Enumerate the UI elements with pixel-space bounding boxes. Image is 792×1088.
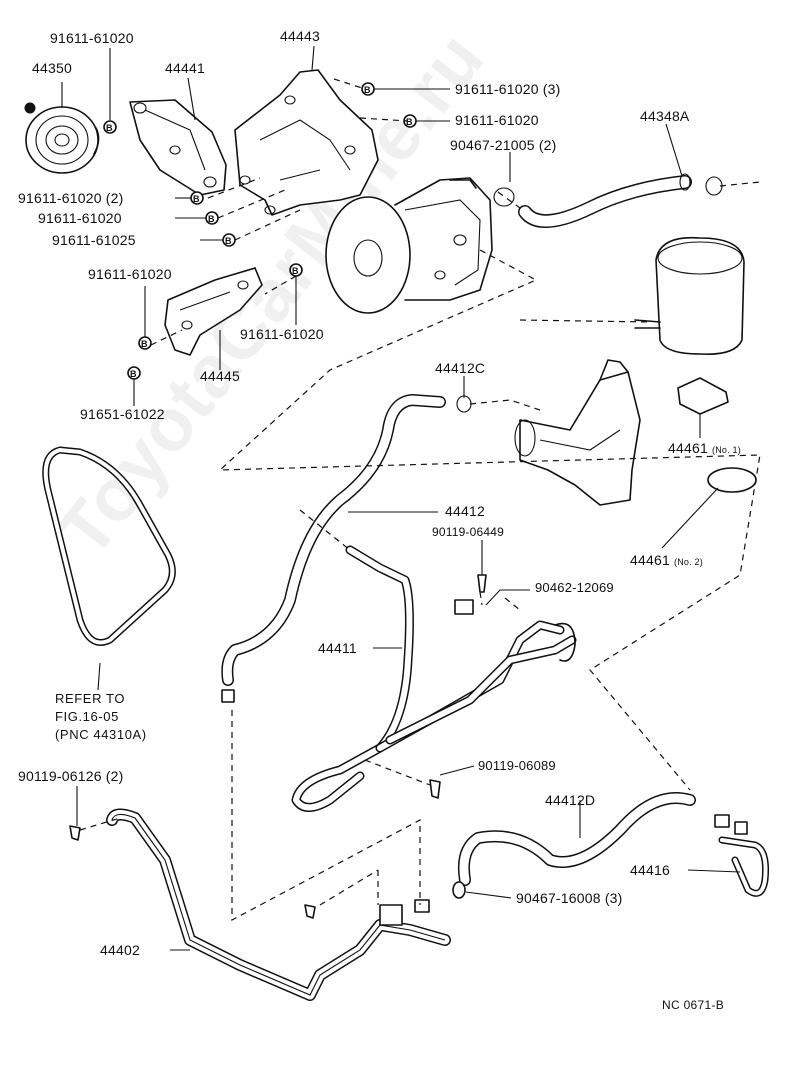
refer-note: REFER TO FIG.16-05 (PNC 44310A) [55, 690, 147, 744]
label-44412: 44412 [445, 503, 485, 519]
reservoir [634, 236, 745, 356]
pipe-44402 [106, 808, 451, 1001]
label-91611-61025: 91611-61025 [52, 232, 136, 248]
steering-gear [514, 359, 641, 506]
label-44461-no2: 44461 (No. 2) [630, 552, 703, 570]
pipe-44411 [291, 545, 577, 812]
label-91611-61020-3: 91611-61020 (3) [455, 81, 561, 97]
refer-note-line3: (PNC 44310A) [55, 727, 147, 742]
label-44461-no1-note: (No. 1) [712, 445, 741, 455]
label-44350: 44350 [32, 60, 72, 76]
bolt-badge-letter: B [364, 85, 371, 95]
grommet-44461-no2 [707, 467, 757, 493]
label-91651-61022: 91651-61022 [80, 406, 165, 422]
label-91611-61020-mid: 91611-61020 [38, 210, 122, 226]
label-44461-no1-number: 44461 [668, 440, 708, 456]
fittings [69, 574, 487, 919]
hose-44348A [493, 173, 723, 229]
bolt-badge-letter: B [141, 339, 148, 349]
label-44461-no2-number: 44461 [630, 552, 670, 568]
bolt-badge-letter: B [225, 236, 232, 246]
label-91611-61020-bracket: 91611-61020 [88, 266, 172, 282]
v-belt [42, 446, 176, 646]
label-91611-61020-2: 91611-61020 (2) [18, 190, 124, 206]
dashed-guides [79, 78, 761, 921]
label-90467-21005-2: 90467-21005 (2) [450, 137, 557, 153]
label-44412D: 44412D [545, 792, 596, 808]
label-90467-16008-3: 90467-16008 (3) [516, 890, 623, 906]
label-44445: 44445 [200, 368, 240, 384]
label-44411: 44411 [318, 640, 357, 656]
label-44443: 44443 [280, 28, 320, 44]
label-90119-06126-2: 90119-06126 (2) [18, 768, 124, 784]
label-44461-no2-note: (No. 2) [674, 557, 703, 567]
bolt-badge-letter: B [193, 194, 200, 204]
label-91611-61020-top: 91611-61020 [50, 30, 134, 46]
label-44416: 44416 [630, 862, 670, 878]
label-90119-06089: 90119-06089 [478, 758, 556, 773]
bolt-badge-letter: B [130, 369, 137, 379]
bracket-44441 [129, 99, 227, 196]
diagram-code: NC 0671-B [662, 998, 725, 1012]
bracket-44445 [164, 267, 263, 356]
bolt-badge-letter: B [406, 117, 413, 127]
label-91611-61020-bracket2: 91611-61020 [240, 326, 324, 342]
pipe-44416 [714, 814, 769, 897]
label-44402: 44402 [100, 942, 140, 958]
bolt-badge-letter: B [208, 214, 215, 224]
label-44461-no1: 44461 (No. 1) [668, 440, 741, 458]
refer-note-line1: REFER TO [55, 691, 126, 706]
label-91611-61020-right: 91611-61020 [455, 112, 539, 128]
bolt-badge-letter: B [292, 266, 299, 276]
label-44348A: 44348A [640, 108, 690, 124]
grommet-44461-no1 [677, 377, 729, 415]
refer-note-line2: FIG.16-05 [55, 709, 119, 724]
bracket-44443 [234, 69, 379, 216]
label-44441: 44441 [165, 60, 205, 76]
pulley-44350 [24, 102, 100, 174]
leader-lines [61, 45, 741, 951]
label-90119-06449: 90119-06449 [432, 525, 505, 539]
label-90462-12069: 90462-12069 [535, 580, 614, 595]
hose-44412D [457, 792, 696, 886]
bolt-badge-letter: B [106, 123, 113, 133]
label-44412C: 44412C [435, 360, 486, 376]
power-steering-pump [325, 177, 493, 314]
